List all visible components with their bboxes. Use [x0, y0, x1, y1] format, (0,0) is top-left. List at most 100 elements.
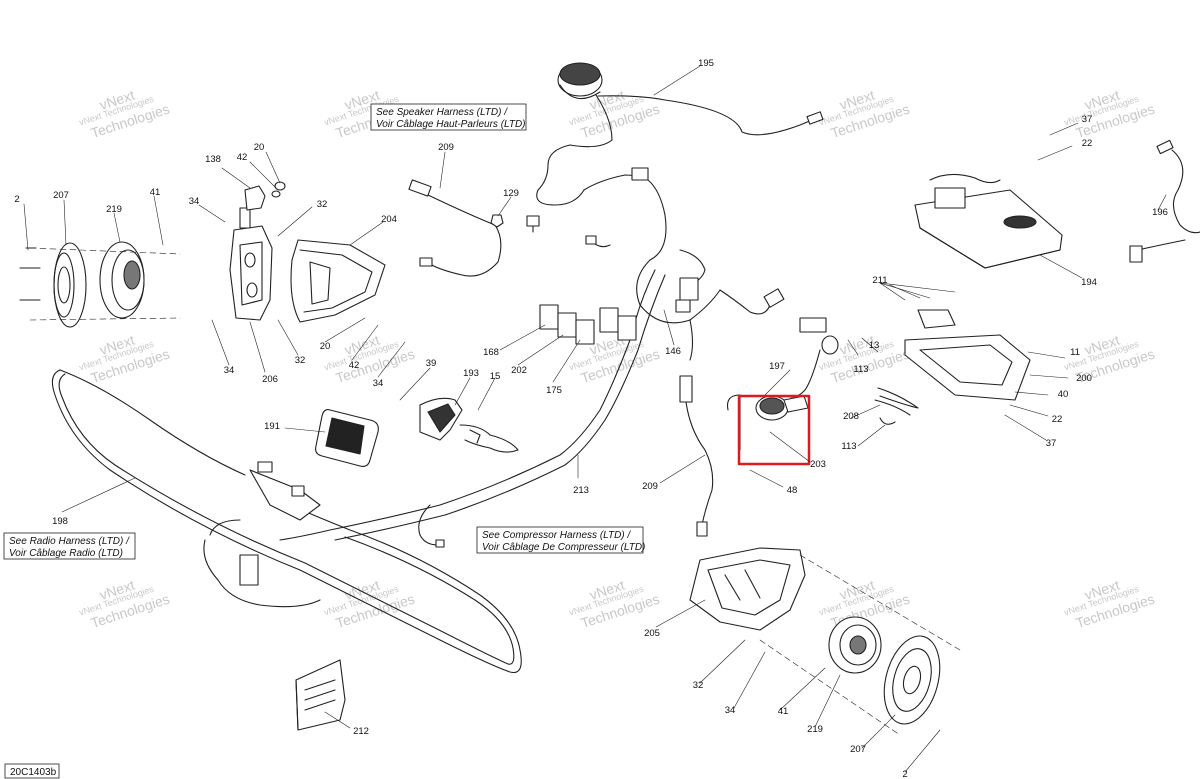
callout-219: 219: [106, 204, 122, 215]
callout-200: 200: [1076, 373, 1092, 384]
clip-129: [490, 214, 504, 228]
callout-175: 175: [546, 385, 562, 396]
callout-205: 205: [644, 628, 660, 639]
callout-34: 34: [189, 196, 200, 207]
callout-195: 195: [698, 58, 714, 69]
module-212: [295, 659, 346, 731]
bracket-200: [904, 309, 1031, 401]
callout-209: 209: [438, 142, 454, 153]
callout-20: 20: [254, 142, 265, 153]
callout-206: 206: [262, 374, 278, 385]
exploded-view-drawing: [19, 62, 1200, 773]
callout-113: 113: [853, 364, 868, 375]
note-compressor-line2: Voir Câblage De Compresseur (LTD): [482, 542, 645, 553]
clip-138: [244, 181, 286, 211]
callout-211: 211: [872, 275, 887, 286]
callout-2: 2: [902, 769, 907, 779]
callout-13: 13: [869, 340, 880, 351]
pod-195: [557, 62, 824, 141]
callout-194: 194: [1081, 277, 1097, 288]
callout-138: 138: [205, 154, 221, 165]
callout-20: 20: [320, 341, 331, 352]
callout-191: 191: [264, 421, 280, 432]
callout-42: 42: [237, 152, 248, 163]
note-speaker-harness: See Speaker Harness (LTD) / Voir Câblage…: [370, 103, 527, 131]
callout-197: 197: [769, 361, 785, 372]
callout-196: 196: [1152, 207, 1168, 218]
callout-209: 209: [642, 481, 658, 492]
note-speaker-line2: Voir Câblage Haut-Parleurs (LTD): [376, 119, 526, 130]
speaker-right: [759, 554, 961, 736]
note-radio-line2: Voir Câblage Radio (LTD): [9, 548, 123, 559]
callout-204: 204: [381, 214, 397, 225]
callout-203: 203: [810, 459, 826, 470]
callout-37: 37: [1046, 438, 1057, 449]
callout-32: 32: [317, 199, 328, 210]
callout-48: 48: [787, 485, 798, 496]
harness-209-top: [408, 179, 502, 277]
leader-lines: [23, 65, 1167, 773]
callout-168: 168: [483, 347, 499, 358]
callout-42: 42: [349, 360, 360, 371]
callout-113: 113: [841, 441, 856, 452]
cable-196: [1129, 139, 1200, 263]
callout-34: 34: [725, 705, 736, 716]
callout-213: 213: [573, 485, 589, 496]
bracket-206: [229, 207, 273, 321]
callout-11: 11: [1070, 347, 1080, 358]
drawing-code-text: 20C1403b: [10, 767, 57, 778]
callout-202: 202: [511, 365, 527, 376]
callout-22: 22: [1052, 414, 1063, 425]
callout-41: 41: [778, 706, 789, 717]
callout-219: 219: [807, 724, 823, 735]
note-speaker-line1: See Speaker Harness (LTD) /: [376, 107, 508, 118]
callout-198: 198: [52, 516, 68, 527]
callout-193: 193: [463, 368, 479, 379]
cable-197: [789, 317, 839, 398]
callout-208: 208: [843, 411, 859, 422]
note-radio-harness: See Radio Harness (LTD) / Voir Câblage R…: [3, 532, 136, 560]
pod-204: [290, 239, 386, 323]
harness-209-right: [679, 375, 714, 537]
connectors-block: [539, 304, 637, 345]
callout-40: 40: [1058, 389, 1069, 400]
loop-harness-198: [51, 369, 522, 674]
note-compressor-line1: See Compressor Harness (LTD) /: [482, 530, 631, 541]
callout-37: 37: [1082, 114, 1093, 125]
note-compressor-harness: See Compressor Harness (LTD) / Voir Câbl…: [476, 526, 645, 554]
callout-15: 15: [490, 371, 501, 382]
callout-207: 207: [850, 744, 866, 755]
callout-2: 2: [14, 194, 19, 205]
note-radio-line1: See Radio Harness (LTD) /: [9, 536, 130, 547]
enclosure-205: [689, 547, 806, 631]
callout-32: 32: [693, 680, 704, 691]
callout-32: 32: [295, 355, 306, 366]
highlight-box-203: [737, 394, 811, 466]
callout-22: 22: [1082, 138, 1093, 149]
callout-129: 129: [503, 188, 519, 199]
callout-39: 39: [426, 358, 437, 369]
callout-212: 212: [353, 726, 369, 737]
speaker-left: [19, 241, 181, 328]
mount-193: [419, 397, 519, 453]
amplifier-194: [914, 173, 1063, 269]
radio-191: [315, 409, 379, 467]
callout-207: 207: [53, 190, 69, 201]
callout-34: 34: [224, 365, 235, 376]
callout-146: 146: [665, 346, 681, 357]
cable-208: [874, 387, 919, 425]
drawing-code: 20C1403b: [4, 763, 60, 779]
callout-41: 41: [150, 187, 161, 198]
callout-34: 34: [373, 378, 384, 389]
connector-small: [526, 215, 540, 233]
